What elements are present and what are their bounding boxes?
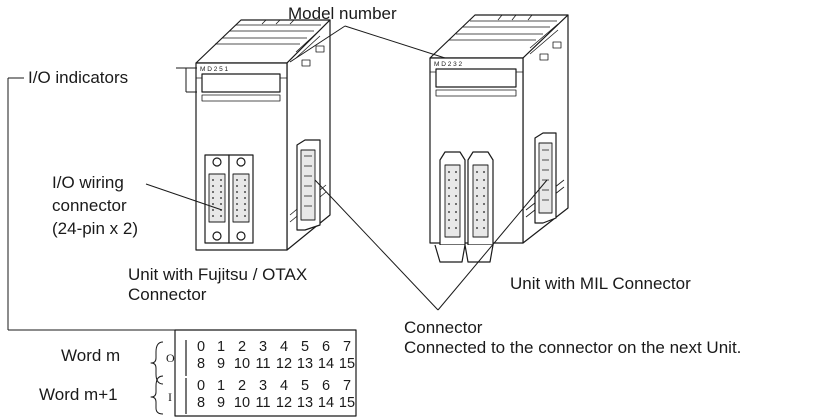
mil-unit-label: Unit with MIL Connector [510, 274, 691, 293]
bit-label: 15 [338, 356, 356, 372]
bit-label: 0 [196, 339, 206, 355]
fujitsu-unit-label-1: Unit with Fujitsu / OTAX [128, 265, 308, 284]
bit-label: 14 [317, 356, 335, 372]
indicator-table [150, 329, 357, 417]
bit-label: 7 [342, 339, 352, 355]
fujitsu-unit-label-2: Connector [128, 285, 207, 304]
bit-label: 13 [296, 356, 314, 372]
bit-label: 11 [255, 356, 271, 372]
output-symbol: O [166, 351, 175, 365]
bit-label: 4 [279, 339, 289, 355]
bit-label: 5 [300, 339, 310, 355]
right-model-marking: M D 2 3 2 [434, 61, 463, 68]
bit-label: 13 [296, 395, 314, 411]
bit-label: 10 [233, 395, 251, 411]
leader-lines [7, 25, 548, 331]
left-model-marking: M D 2 5 1 [200, 66, 229, 73]
fujitsu-unit [195, 19, 331, 251]
model-number-label: Model number [288, 4, 397, 23]
bit-label: 3 [258, 339, 268, 355]
input-symbol: I [168, 390, 172, 404]
bit-label: 3 [258, 378, 268, 394]
bit-label: 6 [321, 339, 331, 355]
bit-label: 2 [237, 378, 247, 394]
io-indicators-label: I/O indicators [28, 68, 129, 87]
word-m-label: Word m [61, 346, 121, 365]
io-wiring-label-2: connector [52, 196, 127, 215]
bit-label: 9 [216, 395, 226, 411]
bit-label: 9 [216, 356, 226, 372]
connector-label-1: Connector [404, 318, 483, 337]
bit-label: 4 [279, 378, 289, 394]
connector-label-2: Connected to the connector on the next U… [404, 338, 742, 357]
bit-label: 1 [216, 378, 226, 394]
bit-label: 7 [342, 378, 352, 394]
bit-label: 15 [338, 395, 356, 411]
bit-label: 11 [255, 395, 271, 411]
bit-label: 6 [321, 378, 331, 394]
io-wiring-label-3: (24-pin x 2) [52, 219, 138, 238]
bit-label: 10 [233, 356, 251, 372]
bit-label: 1 [216, 339, 226, 355]
bit-label: 12 [275, 356, 293, 372]
bit-label: 2 [237, 339, 247, 355]
bit-label: 0 [196, 378, 206, 394]
mil-unit [429, 14, 569, 263]
bit-label: 8 [196, 395, 206, 411]
io-wiring-label-1: I/O wiring [52, 173, 124, 192]
bit-label: 12 [275, 395, 293, 411]
bit-label: 8 [196, 356, 206, 372]
word-m1-label: Word m+1 [39, 385, 118, 404]
bit-label: 14 [317, 395, 335, 411]
bit-label: 5 [300, 378, 310, 394]
